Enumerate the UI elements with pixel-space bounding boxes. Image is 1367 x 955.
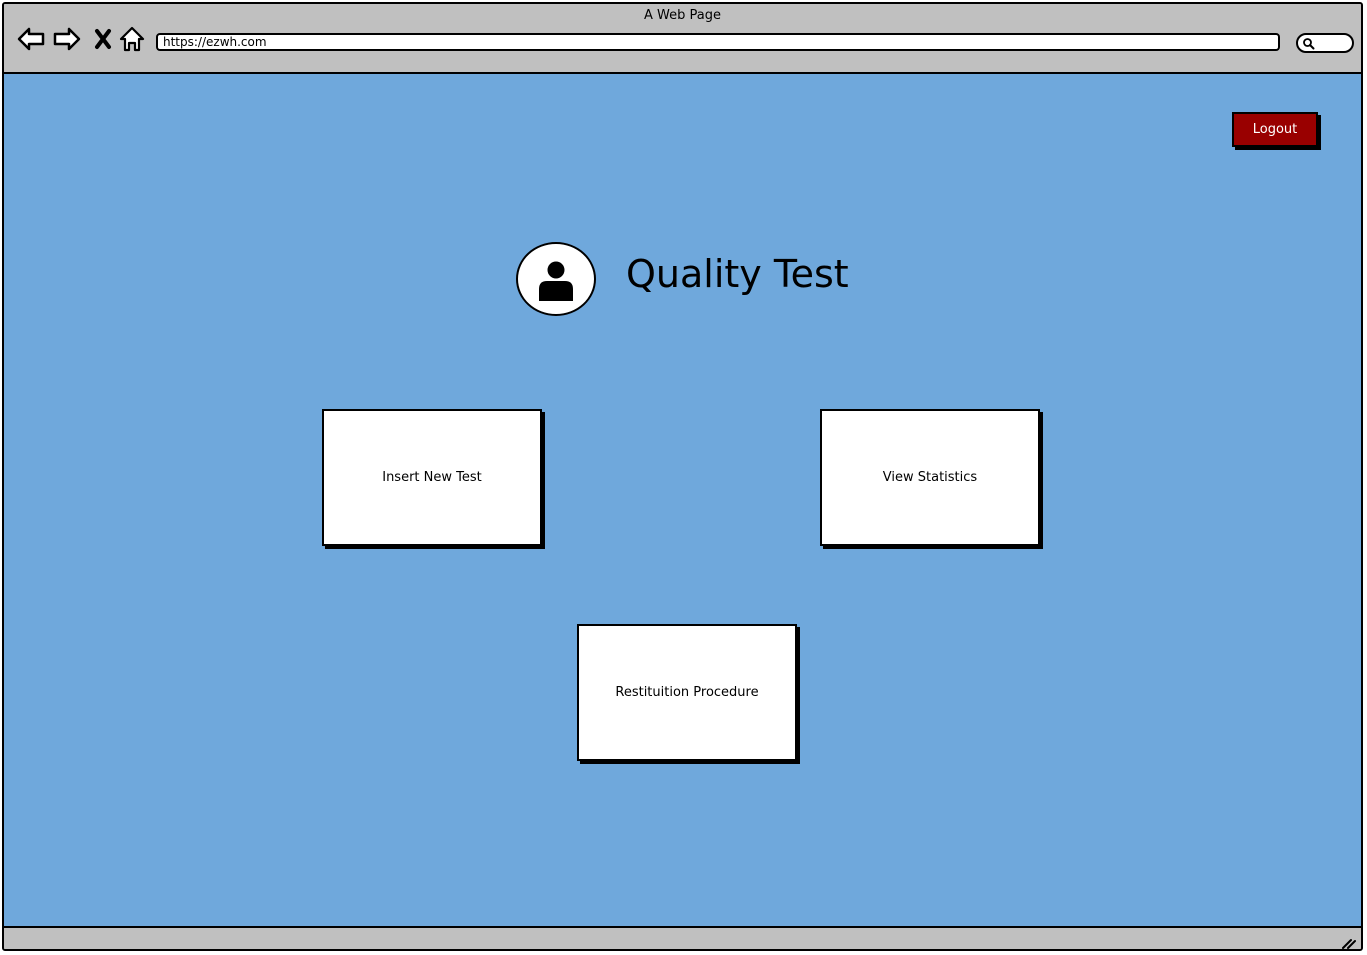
forward-arrow-icon[interactable] — [52, 24, 82, 54]
view-statistics-button[interactable]: View Statistics — [820, 409, 1040, 546]
avatar — [516, 242, 596, 316]
page-content: Logout Quality Test Insert New Test View… — [4, 74, 1361, 928]
restitution-procedure-button[interactable]: Restituition Procedure — [577, 624, 797, 761]
page-title: Quality Test — [626, 252, 849, 296]
window-title: A Web Page — [644, 8, 721, 23]
status-bar — [4, 928, 1361, 950]
url-input[interactable]: https://ezwh.com — [156, 33, 1280, 51]
logout-button[interactable]: Logout — [1232, 112, 1318, 147]
home-icon[interactable] — [117, 24, 147, 54]
search-box[interactable] — [1296, 33, 1354, 53]
browser-toolbar: A Web Page https://ezwh.com — [4, 4, 1361, 74]
user-icon — [539, 261, 573, 301]
close-icon[interactable] — [88, 24, 118, 54]
back-arrow-icon[interactable] — [16, 24, 46, 54]
insert-new-test-button[interactable]: Insert New Test — [322, 409, 542, 546]
resize-grip-icon[interactable] — [1341, 936, 1357, 950]
search-icon — [1303, 38, 1315, 50]
